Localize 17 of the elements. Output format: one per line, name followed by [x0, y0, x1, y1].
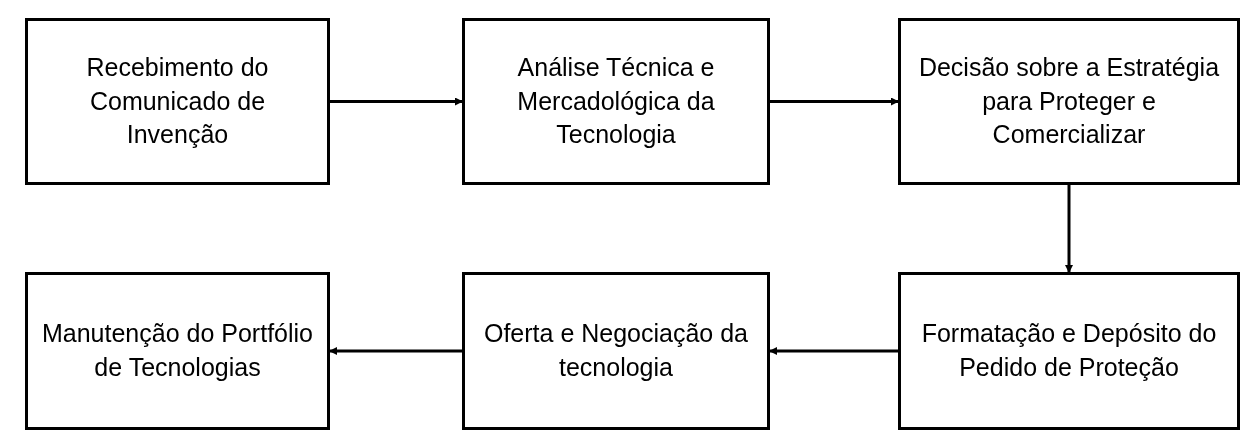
process-box — [462, 272, 770, 430]
process-box — [25, 18, 330, 185]
step-text: Decisão sobre a Estratégia para Proteger e Comercializar — [917, 51, 1221, 151]
arrow — [1065, 185, 1073, 273]
arrow — [329, 347, 462, 355]
process-box — [462, 18, 770, 185]
step-text: Análise Técnica e Mercadológica da Tecnologia — [516, 51, 716, 151]
process-box — [898, 18, 1240, 185]
step-text: Manutenção do Portfólio de Tecnologias — [41, 318, 314, 383]
arrow — [330, 97, 463, 106]
step-text: Oferta e Negociação da tecnologia — [482, 318, 750, 383]
step-text: Recebimento do Comunicado de Invenção — [85, 51, 270, 151]
step-text: Formatação e Depósito do Pedido de Proteção — [920, 318, 1218, 383]
arrow — [770, 97, 899, 106]
arrow — [769, 347, 898, 355]
process-box — [25, 272, 330, 430]
process-box — [898, 272, 1240, 430]
